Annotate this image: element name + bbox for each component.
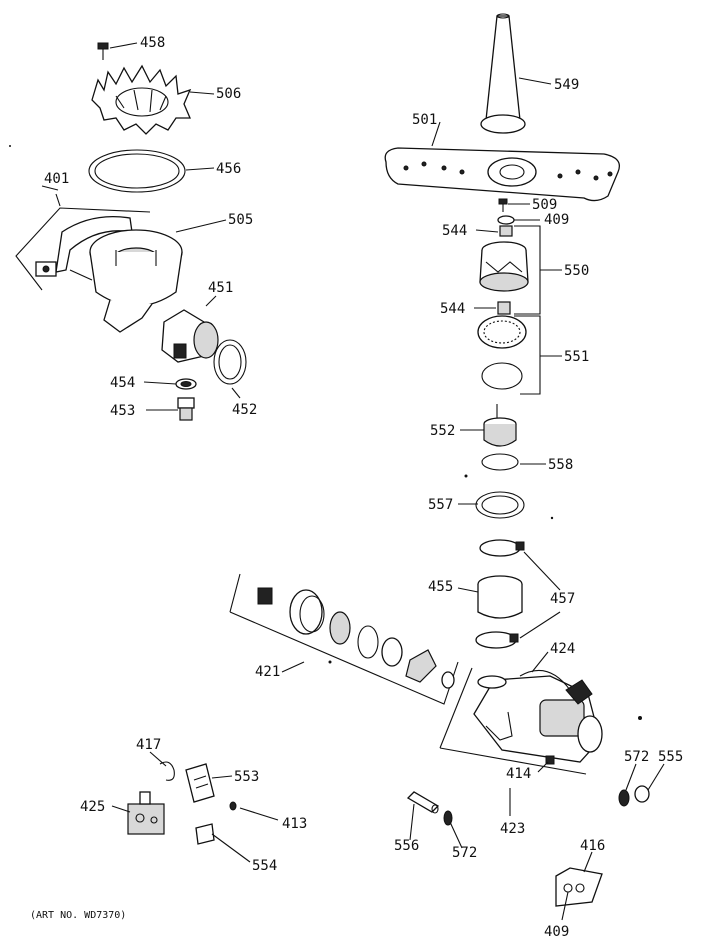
part-457-clamp-top bbox=[479, 539, 525, 557]
part-558-seal bbox=[481, 453, 519, 471]
part-454-clip bbox=[175, 378, 197, 390]
part-456-ring bbox=[88, 149, 186, 193]
callout-451: 451 bbox=[208, 280, 233, 296]
part-556-pin bbox=[406, 791, 440, 814]
part-414-screw bbox=[545, 755, 555, 765]
part-458-screw bbox=[97, 42, 109, 60]
callout-506: 506 bbox=[216, 86, 241, 102]
part-423-motor-assembly bbox=[439, 667, 603, 775]
part-572-grommet-right bbox=[618, 789, 630, 807]
scan-specks bbox=[9, 145, 642, 720]
callout-551: 551 bbox=[564, 349, 589, 365]
part-505-sump bbox=[89, 229, 183, 333]
part-425-valve bbox=[127, 791, 165, 835]
part-451-coupler bbox=[161, 309, 219, 363]
callout-424: 424 bbox=[550, 641, 575, 657]
callout-501: 501 bbox=[412, 112, 437, 128]
part-549-tube bbox=[480, 13, 526, 134]
part-550-impeller bbox=[479, 241, 529, 292]
part-555-cap bbox=[634, 785, 650, 803]
callout-550: 550 bbox=[564, 263, 589, 279]
callout-labels: 458 506 456 401 505 451 454 453 452 549 … bbox=[30, 35, 683, 940]
callout-417: 417 bbox=[136, 737, 161, 753]
callout-556: 556 bbox=[394, 838, 419, 854]
callout-421: 421 bbox=[255, 664, 280, 680]
callout-423: 423 bbox=[500, 821, 525, 837]
callout-413: 413 bbox=[282, 816, 307, 832]
part-501-spray-arm bbox=[384, 147, 621, 202]
part-455-hose bbox=[477, 575, 523, 619]
callout-416: 416 bbox=[580, 838, 605, 854]
part-557-gasket bbox=[475, 491, 525, 519]
part-453-fitting bbox=[177, 397, 195, 421]
callout-454: 454 bbox=[110, 375, 135, 391]
part-417-spring bbox=[159, 761, 175, 781]
part-572-grommet-lower bbox=[443, 810, 453, 826]
callout-554: 554 bbox=[252, 858, 277, 874]
part-452-clamp bbox=[213, 339, 247, 385]
part-421-pump-group bbox=[229, 573, 459, 705]
callout-572-lower: 572 bbox=[452, 845, 477, 861]
part-413-clip bbox=[229, 801, 237, 811]
callout-414: 414 bbox=[506, 766, 531, 782]
callout-453: 453 bbox=[110, 403, 135, 419]
callout-544-top: 544 bbox=[442, 223, 467, 239]
callout-544-bottom: 544 bbox=[440, 301, 465, 317]
callout-455: 455 bbox=[428, 579, 453, 595]
part-552-pump-body bbox=[483, 404, 517, 447]
callout-457: 457 bbox=[550, 591, 575, 607]
callout-509: 509 bbox=[532, 197, 557, 213]
callout-452: 452 bbox=[232, 402, 257, 418]
part-509-screw bbox=[498, 198, 508, 212]
art-number: (ART NO. WD7370) bbox=[30, 910, 126, 921]
callout-553: 553 bbox=[234, 769, 259, 785]
leader-lines bbox=[41, 42, 665, 921]
part-551-gear-ring bbox=[477, 315, 527, 390]
part-544-bearing-top bbox=[499, 225, 513, 237]
callout-552: 552 bbox=[430, 423, 455, 439]
callout-572-right: 572 bbox=[624, 749, 649, 765]
callout-549: 549 bbox=[554, 77, 579, 93]
callout-425: 425 bbox=[80, 799, 105, 815]
callout-409-bottom: 409 bbox=[544, 924, 569, 940]
callout-558: 558 bbox=[548, 457, 573, 473]
part-553-bracket bbox=[185, 763, 215, 803]
part-544-bearing-bottom bbox=[497, 301, 511, 315]
part-506-filter bbox=[91, 64, 192, 135]
part-409-washer-top bbox=[497, 215, 515, 225]
callout-458: 458 bbox=[140, 35, 165, 51]
callout-505: 505 bbox=[228, 212, 253, 228]
part-416-bracket bbox=[555, 867, 603, 907]
callout-557: 557 bbox=[428, 497, 453, 513]
callout-555: 555 bbox=[658, 749, 683, 765]
callout-456: 456 bbox=[216, 161, 241, 177]
callout-409-top: 409 bbox=[544, 212, 569, 228]
part-457-clamp-bottom bbox=[475, 631, 519, 649]
part-554-bracket bbox=[195, 823, 215, 845]
callout-401: 401 bbox=[44, 171, 69, 187]
